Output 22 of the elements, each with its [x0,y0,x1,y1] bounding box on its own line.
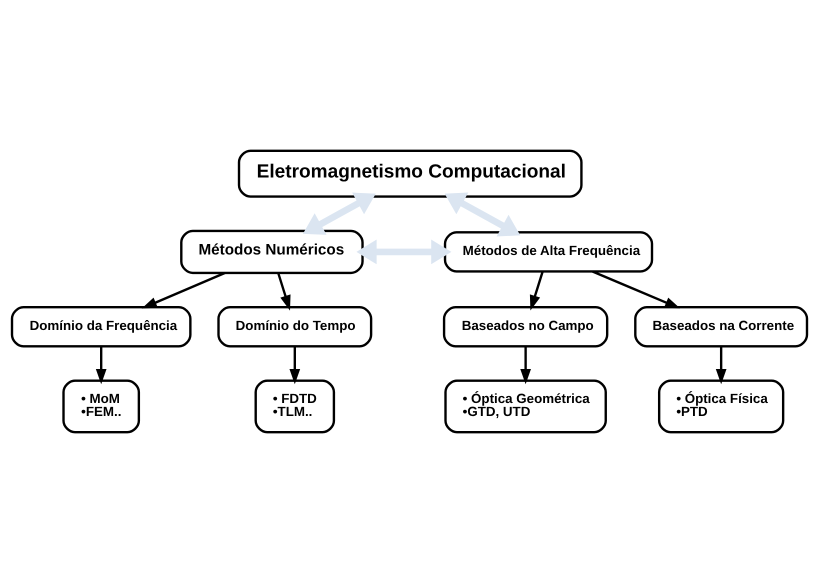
node-box: Eletromagnetismo Computacional [238,150,583,198]
arrow [277,272,291,311]
node-box: • MoM •FEM.. [62,379,140,434]
arrow [520,346,531,384]
node-box: Métodos de Alta Frequência [444,231,654,273]
node-box: Baseados na Corrente [634,306,808,348]
node-box: • FDTD •TLM.. [254,379,336,434]
node-box: • Óptica Física •PTD [658,379,784,434]
arrow [444,192,520,236]
arrow [96,346,107,384]
arrow [592,270,680,309]
arrow [530,271,544,311]
node-box: Domínio da Frequência [10,306,192,348]
arrow [142,272,226,309]
node-box: Domínio do Tempo [217,306,372,348]
arrow [356,240,452,264]
node-box: Métodos Numéricos [180,230,364,274]
arrow [289,346,300,384]
arrow [302,192,376,235]
arrow [716,346,726,384]
node-box: • Óptica Geométrica •GTD, UTD [444,379,607,434]
node-box: Baseados no Campo [442,306,608,348]
